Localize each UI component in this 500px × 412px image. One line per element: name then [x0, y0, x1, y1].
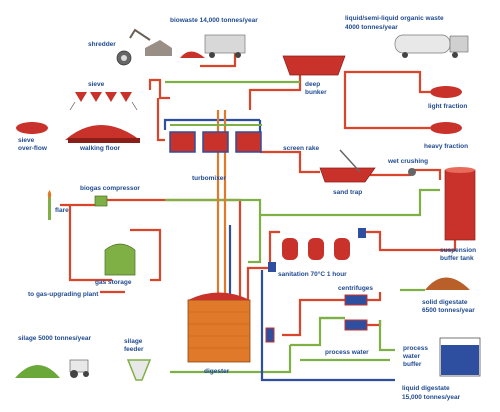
- biowaste-vehicles-icon: [129, 28, 246, 58]
- label-biogas-compressor: biogas compressor: [80, 185, 140, 192]
- label-heavy-fraction: heavy fraction: [424, 143, 468, 150]
- wet-crushing-icon: [408, 168, 416, 176]
- sieve-overflow-pile: [16, 122, 48, 134]
- label-deep-bunker-line2: bunker: [305, 89, 327, 96]
- label-process-water-buffer-line3: buffer: [403, 361, 422, 368]
- process-water-buffer-tank: [439, 337, 481, 377]
- solid-digestate-pile: [425, 277, 470, 290]
- heavy-fraction-pile: [430, 122, 462, 134]
- biogas-compressor-icon: [94, 195, 108, 207]
- label-liquid-waste-line1: liquid/semi-liquid organic waste: [345, 15, 444, 22]
- label-sieve-overflow-line1: sieve: [18, 137, 35, 144]
- label-process-water: process water: [325, 349, 369, 356]
- label-liquid-digestate-line2: 15,000 tonnes/year: [402, 394, 461, 401]
- tanker-truck-icon: [394, 34, 469, 58]
- sieve-vessels: [69, 92, 138, 111]
- centrifuges-icon: [344, 294, 368, 331]
- digester-tank: [187, 292, 251, 363]
- label-light-fraction: light fraction: [428, 103, 467, 110]
- silage-pile: [15, 365, 60, 378]
- label-to-gas-upgrading: to gas-upgrading plant: [28, 291, 99, 298]
- label-digester: digester: [204, 368, 230, 375]
- sanitation-tanks: [268, 228, 366, 272]
- label-deep-bunker-line1: deep: [305, 81, 320, 88]
- sand-trap-vessel: [319, 149, 376, 183]
- label-liquid-digestate-line1: liquid digestate: [402, 385, 450, 392]
- silage-feeder-icon: [126, 359, 152, 381]
- label-shredder: shredder: [88, 41, 116, 48]
- label-sand-trap: sand trap: [333, 189, 362, 196]
- suspension-buffer-tank: [444, 167, 476, 241]
- label-solid-digestate-line2: 6500 tonnes/year: [422, 307, 475, 314]
- label-turbomixer: turbomixer: [192, 175, 226, 182]
- label-biowaste: biowaste 14,000 tonnes/year: [170, 17, 258, 24]
- label-walking-floor: walking floor: [79, 145, 121, 152]
- label-gas-storage: gas storage: [95, 279, 132, 286]
- label-silage-feeder-line2: feeder: [124, 346, 144, 353]
- label-process-water-buffer-line1: process: [403, 345, 428, 352]
- flare-icon: [47, 190, 52, 220]
- shredder-icon: [116, 50, 132, 66]
- label-process-water-buffer-line2: water: [402, 353, 420, 360]
- label-solid-digestate-line1: solid digestate: [422, 299, 468, 306]
- turbomixer-vessels: [169, 124, 262, 153]
- label-suspension-line1: suspension: [440, 247, 476, 254]
- label-wet-crushing: wet crushing: [387, 158, 428, 165]
- label-sieve-overflow-line2: over-flow: [18, 145, 48, 152]
- light-fraction-pile: [430, 86, 462, 98]
- label-screen-rake: screen rake: [283, 145, 320, 152]
- label-liquid-waste-line2: 4000 tonnes/year: [345, 24, 398, 31]
- deep-bunker-vessel: [282, 55, 346, 76]
- label-sieve: sieve: [88, 81, 105, 88]
- label-suspension-line2: buffer tank: [440, 255, 474, 262]
- tractor-icon: [69, 359, 89, 378]
- labels: biowaste 14,000 tonnes/year liquid/semi-…: [18, 15, 476, 401]
- walking-floor-icon: [65, 125, 140, 143]
- label-silage: silage 5000 tonnes/year: [18, 335, 91, 342]
- heat-exchanger-icon: [265, 327, 275, 343]
- label-centrifuges: centrifuges: [338, 285, 373, 292]
- pipe-network: [60, 50, 457, 382]
- label-sanitation: sanitation 70°C 1 hour: [278, 270, 347, 278]
- label-flare: flare: [55, 207, 69, 214]
- gas-storage-tank: [104, 243, 136, 276]
- label-silage-feeder-line1: silage: [124, 338, 143, 345]
